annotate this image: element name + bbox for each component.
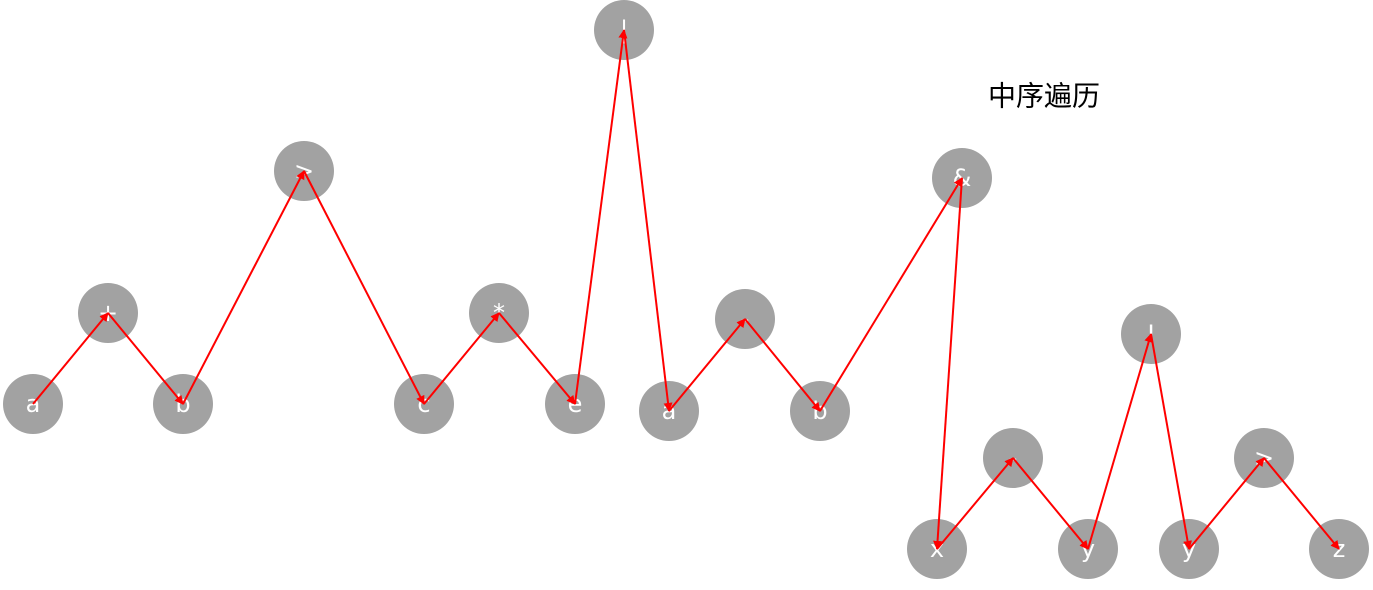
traversal-arrow bbox=[107, 312, 184, 405]
traversal-arrow bbox=[744, 318, 821, 412]
traversal-arrow bbox=[1188, 457, 1265, 550]
traversal-arrow bbox=[423, 312, 500, 405]
diagram-title: 中序遍历 bbox=[988, 80, 1100, 113]
traversal-arrow bbox=[819, 177, 963, 412]
traversal-arrow bbox=[182, 170, 305, 405]
traversal-arrow bbox=[933, 177, 963, 550]
traversal-arrow bbox=[574, 29, 628, 405]
traversal-arrow bbox=[498, 312, 576, 405]
traversal-arrow bbox=[1012, 457, 1089, 550]
traversal-arrow bbox=[32, 312, 109, 405]
traversal-arrow bbox=[623, 29, 673, 412]
traversal-arrow bbox=[936, 457, 1014, 550]
traversal-arrow bbox=[303, 170, 425, 405]
nodes-layer: a+b>c*e|a-b&x-y!y>z bbox=[3, 0, 1369, 579]
traversal-arrow bbox=[1263, 457, 1340, 550]
traversal-arrows bbox=[32, 29, 1340, 550]
traversal-arrow bbox=[668, 318, 746, 412]
traversal-arrow bbox=[1087, 333, 1154, 550]
traversal-arrow bbox=[1150, 333, 1193, 550]
